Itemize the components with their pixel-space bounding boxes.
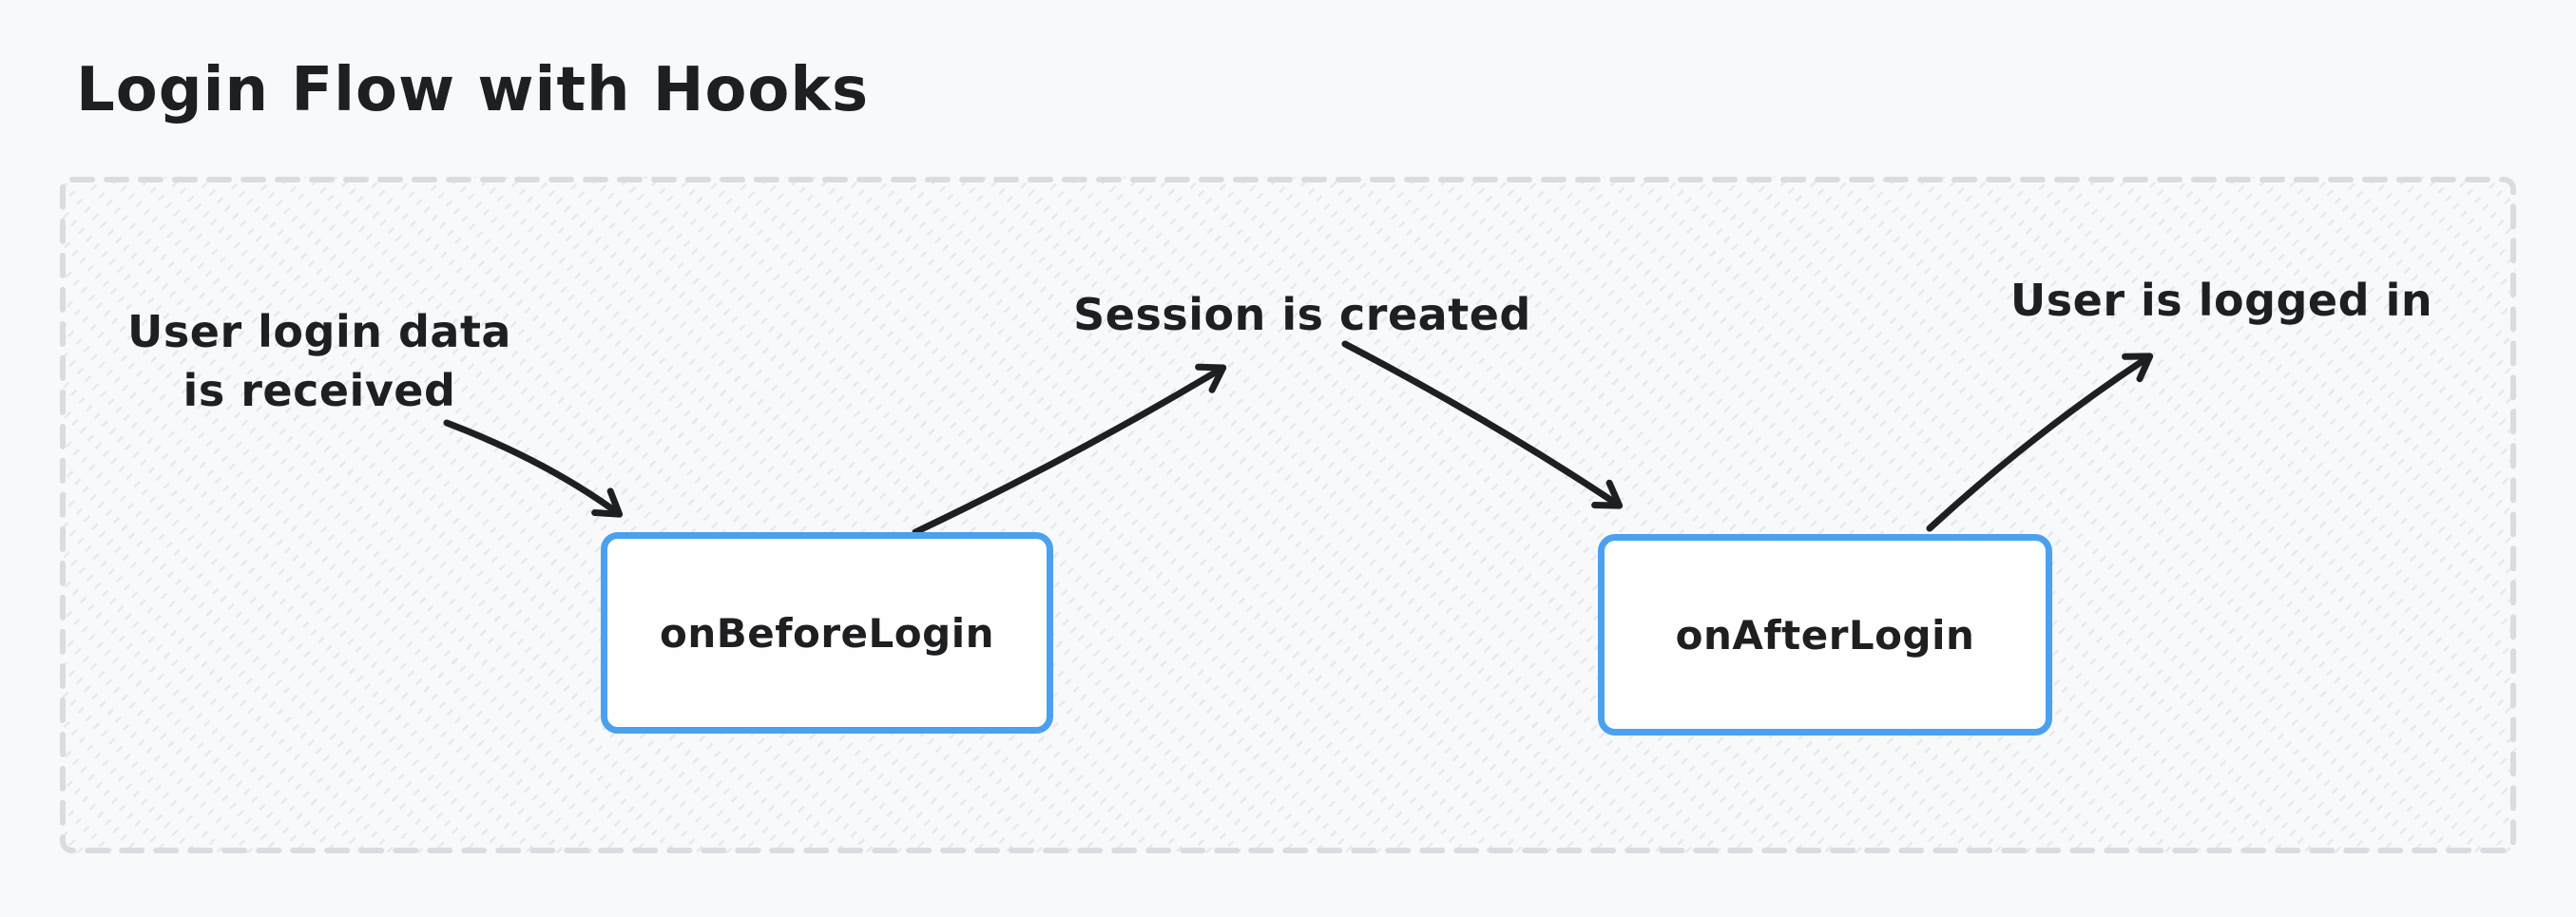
annotation-line: User login data <box>127 306 511 357</box>
annotation-line: is received <box>183 365 456 416</box>
annotation-user-logged-in: User is logged in <box>2009 275 2433 326</box>
node-onafterlogin: onAfterLogin <box>1598 534 2052 736</box>
annotation-session-created: Session is created <box>1073 289 1531 340</box>
node-onbeforelogin: onBeforeLogin <box>601 532 1053 734</box>
node-onbeforelogin-label: onBeforeLogin <box>659 609 995 657</box>
annotation-user-login-data: User login data is received <box>127 302 511 420</box>
diagram-title: Login Flow with Hooks <box>76 55 870 125</box>
node-onafterlogin-label: onAfterLogin <box>1675 611 1975 659</box>
